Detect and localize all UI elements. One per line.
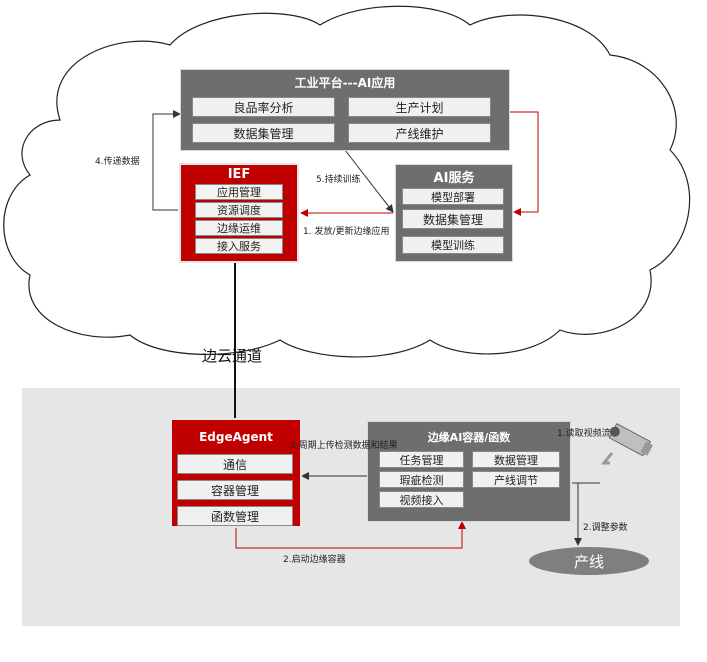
edge-ops-button[interactable]: 边缘运维	[195, 220, 283, 236]
industrial-platform-title: 工业平台---AI应用	[294, 76, 396, 90]
dataset-management-button[interactable]: 数据集管理	[192, 123, 335, 143]
continuous-training-label: 5.持续训练	[316, 175, 361, 185]
communication-button[interactable]: 通信	[177, 454, 293, 474]
transfer-data-label: 4.传递数据	[95, 157, 140, 167]
ai-dataset-management-button[interactable]: 数据集管理	[402, 209, 504, 229]
data-management-button[interactable]: 数据管理	[472, 451, 560, 468]
ai-service-title: AI服务	[433, 171, 475, 186]
model-training-button[interactable]: 模型训练	[402, 236, 504, 254]
access-service-button[interactable]: 接入服务	[195, 238, 283, 254]
task-management-button[interactable]: 任务管理	[379, 451, 464, 468]
deploy-update-label: 1. 发放/更新边缘应用	[303, 227, 390, 237]
production-plan-button[interactable]: 生产计划	[348, 97, 491, 117]
production-line-ellipse: 产线	[529, 547, 649, 575]
edge-agent-title: EdgeAgent	[199, 430, 273, 444]
line-maintenance-button[interactable]: 产线维护	[348, 123, 491, 143]
line-adjustment-button[interactable]: 产线调节	[472, 471, 560, 488]
container-management-button[interactable]: 容器管理	[177, 480, 293, 500]
edge-ai-container-title: 边缘AI容器/函数	[427, 431, 511, 444]
function-management-button[interactable]: 函数管理	[177, 506, 293, 526]
camera-icon	[600, 423, 653, 465]
adjust-params-label: 2.调整参数	[583, 523, 628, 533]
read-video-label: 1.读取视频流	[557, 429, 611, 439]
model-deploy-button[interactable]: 模型部署	[402, 188, 504, 205]
start-container-label: 2.启动边缘容器	[283, 555, 346, 565]
ief-title: IEF	[227, 167, 251, 182]
edge-cloud-channel-label: 边云通道	[202, 347, 263, 365]
defect-detection-button[interactable]: 瑕疵检测	[379, 471, 464, 488]
video-access-button[interactable]: 视频接入	[379, 491, 464, 508]
yield-analysis-button[interactable]: 良品率分析	[192, 97, 335, 117]
periodic-upload-label: 3.周期上传检测数据和结果	[290, 441, 398, 451]
resource-scheduling-button[interactable]: 资源调度	[195, 202, 283, 218]
app-management-button[interactable]: 应用管理	[195, 184, 283, 200]
